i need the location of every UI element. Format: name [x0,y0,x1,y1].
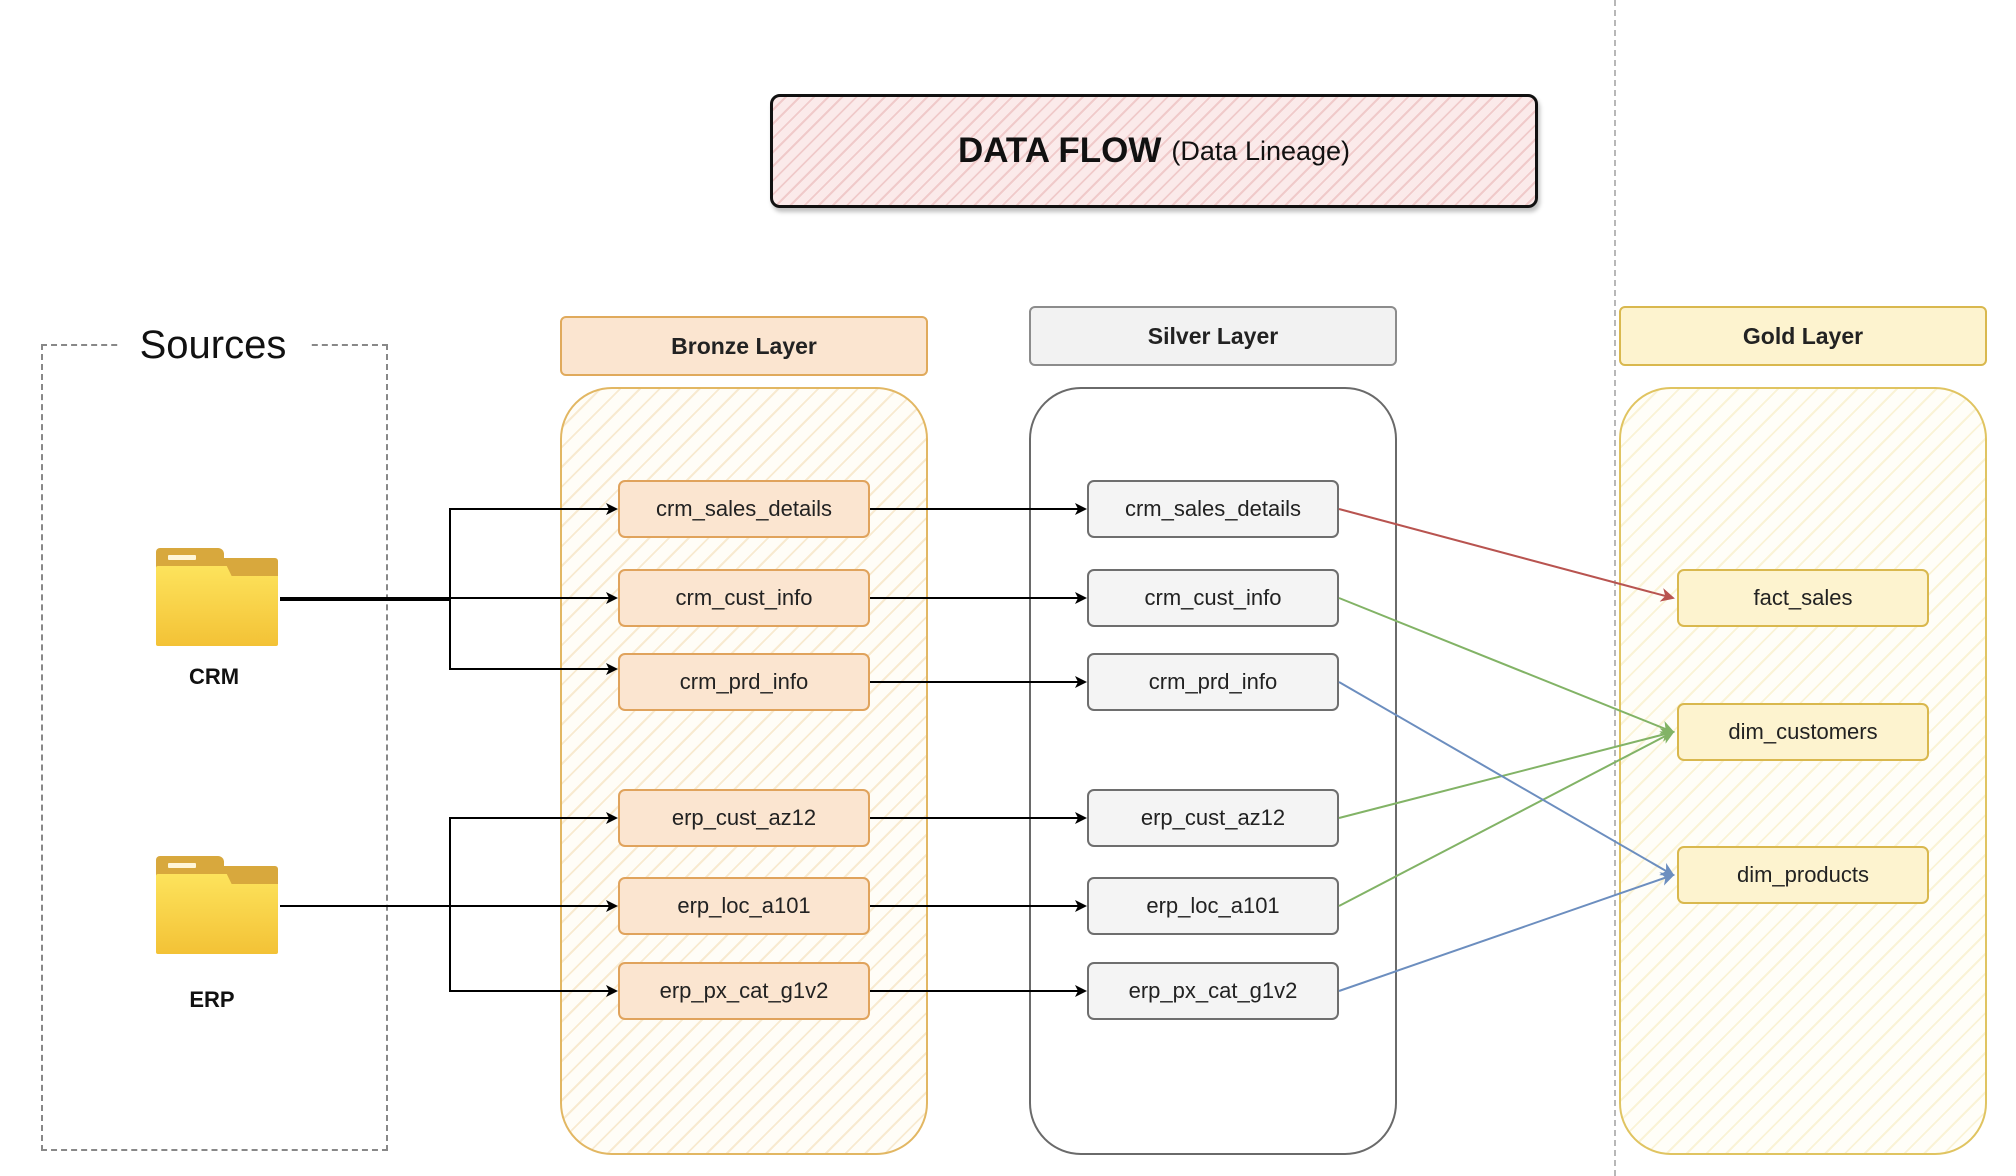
source-crm-label: CRM [188,664,240,689]
silver-table-crm-sales-details: crm_sales_details [1087,480,1339,538]
layer-divider [1614,0,1616,1176]
gold-table-dim-products: dim_products [1677,846,1929,904]
silver-table-erp-px-cat-g1v2: erp_px_cat_g1v2 [1087,962,1339,1020]
source-erp-label: ERP [189,987,235,1012]
bronze-table-erp-cust-az12: erp_cust_az12 [618,789,870,847]
bronze-table-erp-px-cat-g1v2: erp_px_cat_g1v2 [618,962,870,1020]
arrow-silver-gold-crm-cust-info-dim-customers [1338,597,1675,735]
silver-layer-header: Silver Layer [1029,306,1397,366]
silver-table-crm-prd-info: crm_prd_info [1087,653,1339,711]
arrow-erp-to-erp-cust-az12 [449,812,618,906]
crm-folder-icon [156,548,278,646]
diagram-title: DATA FLOW (Data Lineage) [770,94,1538,208]
bronze-table-crm-sales-details: crm_sales_details [618,480,870,538]
arrow-silver-gold-erp-loc-a101-dim-customers [1338,731,1675,907]
erp-folder-icon [156,856,278,954]
title-subtitle: (Data Lineage) [1171,135,1351,166]
silver-table-crm-cust-info: crm_cust_info [1087,569,1339,627]
arrow-erp-to-erp-px-cat-g1v2 [449,906,618,997]
arrow-silver-gold-crm-prd-info-dim-products [1338,681,1675,877]
bronze-table-erp-loc-a101: erp_loc_a101 [618,877,870,935]
gold-table-dim-customers: dim_customers [1677,703,1929,761]
gold-layer-header: Gold Layer [1619,306,1987,366]
gold-table-fact-sales: fact_sales [1677,569,1929,627]
arrow-silver-gold-crm-sales-details-fact-sales [1338,508,1675,602]
arrow-crm-to-crm-prd-info [449,600,618,675]
silver-table-erp-cust-az12: erp_cust_az12 [1087,789,1339,847]
bronze-layer-header: Bronze Layer [560,316,928,376]
arrow-silver-gold-erp-px-cat-g1v2-dim-products [1338,872,1675,992]
gold-layer-container [1619,387,1987,1155]
silver-table-erp-loc-a101: erp_loc_a101 [1087,877,1339,935]
title-main: DATA FLOW [957,131,1162,170]
arrow-crm-to-crm-sales-details [280,503,618,601]
bronze-table-crm-cust-info: crm_cust_info [618,569,870,627]
bronze-table-crm-prd-info: crm_prd_info [618,653,870,711]
arrow-silver-gold-erp-cust-az12-dim-customers [1338,728,1675,819]
sources-label: Sources [118,318,308,372]
